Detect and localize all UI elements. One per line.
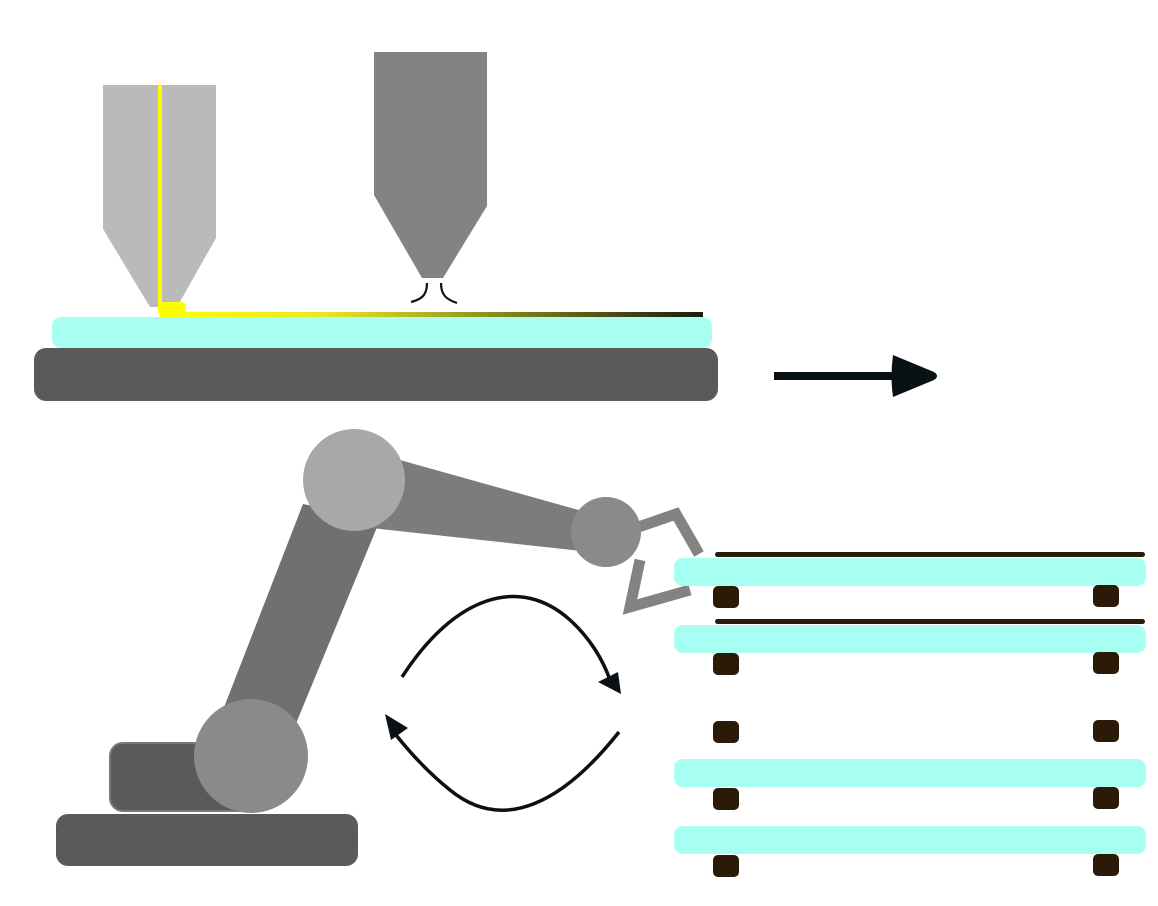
print-bed-film: [52, 317, 712, 348]
spacer-block: [713, 855, 739, 877]
spacer-block: [1093, 652, 1119, 674]
stack-layer: [674, 558, 1146, 586]
robot-base: [56, 814, 358, 866]
print-station: [34, 52, 718, 401]
spacer-block: [1093, 585, 1119, 607]
robot-wrist-joint: [571, 497, 641, 567]
cycle-arrowhead-bottom: [385, 714, 408, 740]
layer-deposit: [715, 552, 1145, 557]
laser-beam: [158, 85, 162, 313]
laser-nozzle-icon: [103, 85, 216, 314]
stack-layer: [674, 625, 1146, 653]
laser-spot: [158, 302, 186, 314]
spacer-block: [713, 721, 739, 743]
gripper-icon: [622, 507, 704, 615]
cycle-arrow-bottom: [394, 730, 621, 812]
cycle-arrow-top: [400, 594, 612, 681]
droplet-left-mark: [410, 282, 429, 304]
stack-icon: [674, 552, 1146, 877]
deposited-trace: [160, 312, 703, 317]
spacer-block: [1093, 854, 1119, 876]
dispense-nozzle-icon: [374, 52, 487, 305]
stack-layer: [674, 826, 1146, 854]
spacer-block: [713, 653, 739, 675]
print-bed-base: [34, 348, 718, 401]
robot-lower-link: [216, 504, 380, 738]
spacer-block: [1093, 720, 1119, 742]
cycle-arrows-icon: [385, 594, 621, 812]
spacer-block: [1093, 787, 1119, 809]
robot-upper-link: [362, 455, 600, 553]
layer-deposit: [715, 619, 1145, 624]
cycle-arrowhead-top: [598, 672, 621, 694]
spacer-block: [713, 788, 739, 810]
robot-elbow-joint: [303, 429, 405, 531]
robot-arm-icon: [56, 429, 704, 866]
robot-base-joint: [194, 699, 308, 813]
stack-layer: [674, 759, 1146, 787]
spacer-block: [713, 586, 739, 608]
arrow-right-icon: [774, 355, 937, 397]
droplet-right-mark: [439, 282, 458, 305]
